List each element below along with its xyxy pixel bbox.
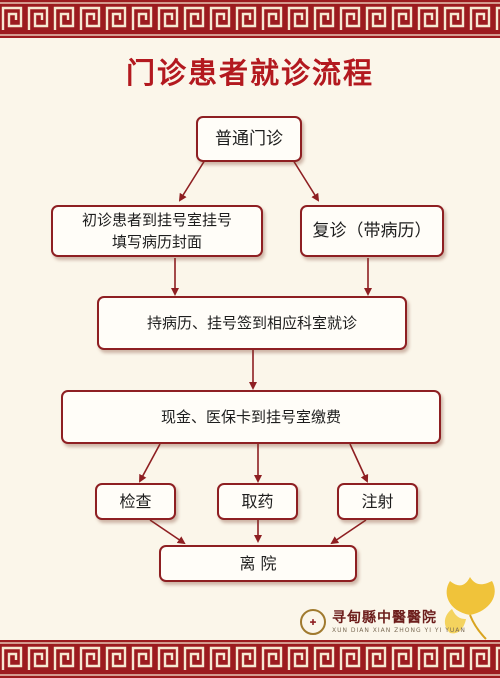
step-injection: 注射	[337, 483, 418, 520]
step-check-in-label: 持病历、挂号签到相应科室就诊	[146, 314, 357, 332]
page-title: 门诊患者就诊流程	[125, 56, 374, 90]
step-first-visit-line-2: 填写病历封面	[111, 233, 202, 251]
step-general-clinic: 普通门诊	[196, 116, 302, 162]
bottom-decorative-border	[0, 640, 500, 678]
step-first-visit-registration: 初诊患者到挂号室挂号 填写病历封面	[51, 205, 263, 257]
arrow-start-to-return	[292, 159, 320, 202]
ginkgo-leaf-icon	[444, 577, 495, 640]
step-injection-label: 注射	[361, 491, 394, 511]
arrow-start-to-first	[178, 159, 206, 202]
step-payment: 现金、医保卡到挂号室缴费	[61, 390, 441, 444]
step-return-visit-label: 复诊（带病历）	[312, 221, 432, 241]
arrow-payment-to-exam	[139, 443, 161, 483]
step-pick-up-medicine-label: 取药	[241, 491, 274, 511]
step-return-visit: 复诊（带病历）	[300, 205, 444, 257]
hospital-name: 寻甸縣中醫醫院	[332, 610, 437, 626]
step-first-visit-line-1: 初诊患者到挂号室挂号	[81, 211, 232, 229]
top-decorative-border	[0, 0, 500, 38]
step-examination-label: 检查	[119, 491, 152, 511]
hospital-logo: ✚ 寻甸縣中醫醫院 XUN DIAN XIAN ZHONG YI YI YUAN	[300, 605, 500, 641]
step-general-clinic-label: 普通门诊	[215, 129, 283, 149]
hospital-emblem-icon: ✚	[300, 609, 326, 635]
step-payment-label: 现金、医保卡到挂号室缴费	[160, 408, 341, 426]
step-leave-hospital-label: 离 院	[239, 553, 277, 573]
step-pick-up-medicine: 取药	[217, 483, 298, 520]
hospital-name-english: XUN DIAN XIAN ZHONG YI YI YUAN	[332, 627, 466, 634]
step-leave-hospital: 离 院	[159, 545, 357, 582]
step-examination: 检查	[95, 483, 176, 520]
arrow-injection-to-leave	[330, 519, 367, 545]
arrow-payment-to-injection	[349, 443, 369, 483]
arrow-exam-to-leave	[149, 519, 186, 545]
step-check-in-department: 持病历、挂号签到相应科室就诊	[97, 296, 407, 350]
